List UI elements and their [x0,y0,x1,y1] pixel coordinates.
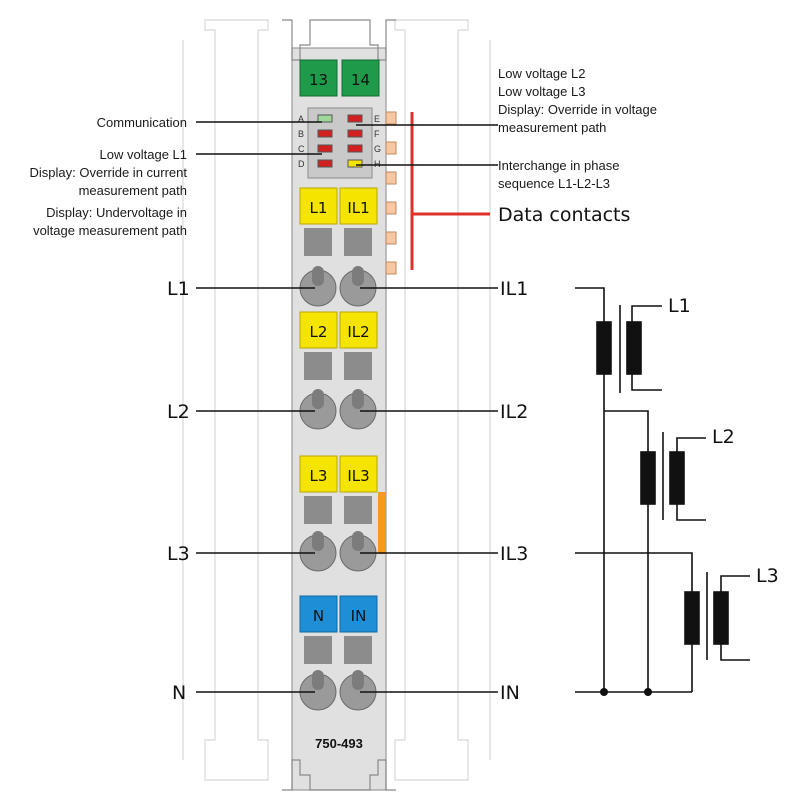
label-undervoltage-2: voltage measurement path [33,223,187,238]
label-override-voltage-1: Display: Override in voltage [498,102,657,117]
channel-3-badge-right: IL3 [347,467,369,485]
led-letter-f: F [374,129,380,139]
label-undervoltage-1: Display: Undervoltage in [46,205,187,220]
terminal-l3: L3 [167,543,190,565]
transformer-schematic [575,287,750,693]
right-callouts: Low voltage L2 Low voltage L3 Display: O… [498,66,657,226]
label-data-contacts: Data contacts [498,204,630,226]
badge-14-label: 14 [351,71,370,89]
label-communication: Communication [97,115,187,130]
led-d [317,159,333,168]
led-panel: A B C D E F G H [298,114,381,169]
top-badges: 13 14 [299,59,380,97]
badge-14 [341,59,380,97]
channel-2-badge-left: L2 [310,323,328,341]
led-c [317,144,333,153]
label-interchange-1: Interchange in phase [498,158,619,173]
channel-1-badge-left: L1 [310,199,328,217]
channel-4-badge-right: IN [351,607,367,625]
din-rail-outline [182,19,491,781]
led-letter-g: G [374,144,381,154]
left-callouts: Communication Low voltage L1 Display: Ov… [30,115,188,238]
ct-label-l2: L2 [712,426,735,448]
label-low-voltage-l2: Low voltage L2 [498,66,585,81]
label-override-voltage-2: measurement path [498,120,606,135]
data-contacts [378,111,490,554]
label-interchange-2: sequence L1-L2-L3 [498,176,610,191]
transformer-labels: L1 L2 L3 [668,295,779,587]
led-h [347,159,363,168]
label-override-current-1: Display: Override in current [30,165,188,180]
badge-13-label: 13 [309,71,328,89]
label-low-voltage-l3: Low voltage L3 [498,84,585,99]
ct-label-l3: L3 [756,565,779,587]
led-e [347,114,363,123]
led-letter-a: A [298,114,304,124]
channel-3-badge-left: L3 [310,467,328,485]
led-a [317,114,333,123]
terminal-il1: IL1 [500,278,528,300]
channel-2-badge-right: IL2 [347,323,369,341]
terminal-l2: L2 [167,401,190,423]
orange-strip [378,492,386,554]
led-letter-e: E [374,114,380,124]
label-override-current-2: measurement path [79,183,187,198]
terminal-il2: IL2 [500,401,528,423]
callout-lines [196,121,498,693]
led-letter-h: H [374,159,381,169]
badge-13 [299,59,338,97]
led-letter-b: B [298,129,304,139]
led-b [317,129,333,138]
terminal-labels: L1 IL1 L2 IL2 L3 IL3 N IN [167,278,528,704]
label-low-voltage-l1: Low voltage L1 [100,147,187,162]
ct-label-l1: L1 [668,295,691,317]
led-letter-c: C [298,144,305,154]
channel-1-badge-right: IL1 [347,199,369,217]
model-number: 750-493 [315,736,363,751]
channel-4-badge-left: N [313,607,324,625]
terminal-il3: IL3 [500,543,528,565]
led-letter-d: D [298,159,305,169]
terminal-n: N [172,682,186,704]
led-g [347,144,363,153]
led-f [347,129,363,138]
schematic-junctions [600,688,652,696]
terminal-l1: L1 [167,278,190,300]
terminal-in: IN [500,682,520,704]
